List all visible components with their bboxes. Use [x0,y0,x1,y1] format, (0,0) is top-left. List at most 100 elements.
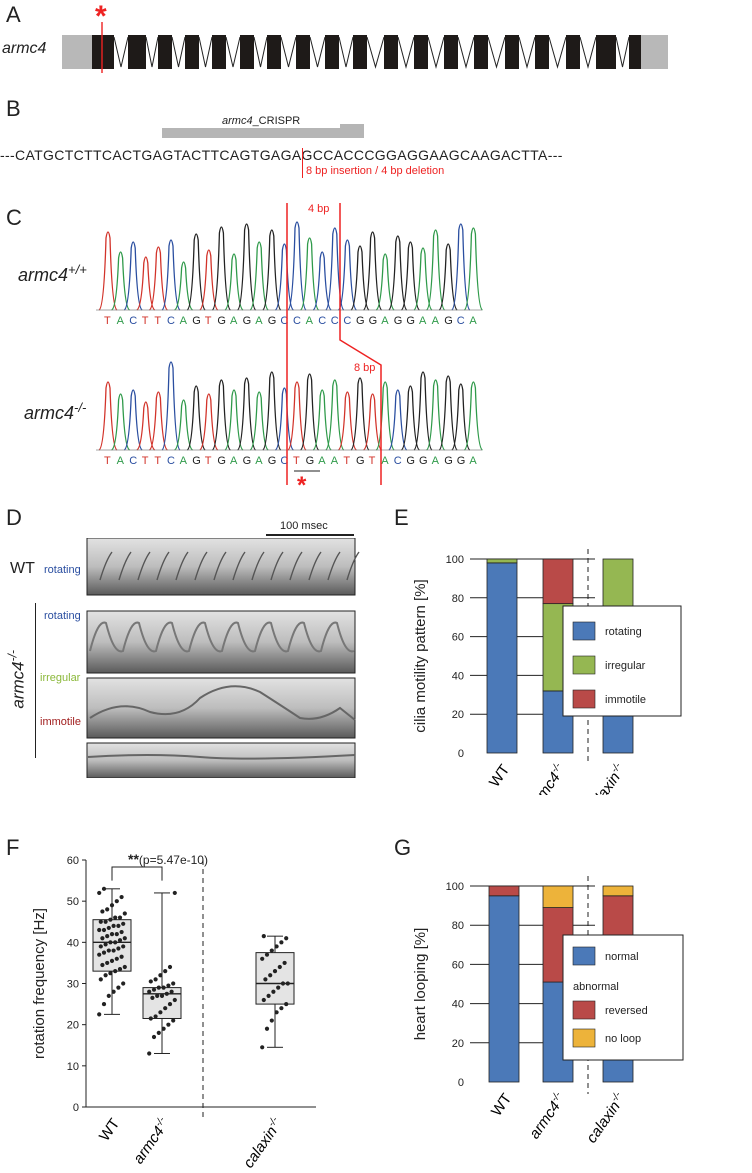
base-call: T [104,315,111,327]
data-point [269,1018,274,1023]
intron-line [615,36,630,68]
data-point [163,1006,168,1011]
chromatogram-peak [312,389,332,451]
kymo-trace [89,685,356,721]
legend-swatch [572,655,596,675]
chromatogram-peak [350,377,370,451]
data-point [155,993,160,998]
base-call: C [331,315,339,327]
stop-asterisk: * [297,472,307,495]
legend-label: reversed [605,1005,648,1017]
base-call: A [469,455,477,467]
legend-label: irregular [605,660,646,672]
chromatogram-peak [325,227,345,311]
bar-segment-no-loop [542,885,574,908]
base-call: T [293,455,300,467]
exon-block [414,35,428,69]
chromatogram-peak [161,239,181,311]
data-point [148,1016,153,1021]
gene-structure-diagram: * [62,0,668,73]
data-point [156,1030,161,1035]
x-tick-label: armc4-/- [525,760,569,795]
intron-line [366,36,385,69]
x-tick-label: armc4-/- [129,1114,173,1167]
base-call: C [318,315,326,327]
intron-line [518,36,536,69]
x-tick-label: WT [96,1116,123,1145]
data-point [106,925,111,931]
data-point [114,932,119,937]
data-point [119,929,124,935]
chromatogram-peak [262,229,282,311]
base-call: C [457,315,465,327]
chromatogram-peak [413,371,433,451]
base-call: G [444,315,453,327]
y-axis-label: rotation frequency [Hz] [31,908,48,1059]
chromatogram-peak [111,393,131,451]
base-call: T [154,455,161,467]
chromatogram-peak [300,237,320,311]
chromatogram-peak [98,381,118,451]
kymo-trace [270,551,284,581]
data-point [108,940,113,945]
data-point [172,890,177,896]
chromatogram-peak [237,377,257,451]
data-point [119,894,124,900]
wt-genotype-label: armc4+/+ [18,262,87,285]
chromatogram-peak [375,381,395,451]
legend-swatch [572,689,596,709]
shift-line [339,203,382,485]
panel-label-e: E [394,505,409,530]
exon-block [325,35,339,69]
chromatogram-peak [199,393,219,451]
chromatogram-peak [186,385,206,451]
data-point [105,960,110,966]
data-point [106,948,111,953]
chromatogram-peak [363,393,383,451]
kymo-trace [175,551,189,581]
y-tick-label: 50 [67,896,79,908]
utr-3-block [641,35,668,69]
base-call: C [280,455,288,467]
data-point [147,989,152,994]
data-point [153,977,158,982]
x-tick-label: calaxin-/- [582,1089,629,1146]
data-point [279,940,284,945]
data-point [122,936,127,941]
data-point [100,909,105,914]
base-call: T [104,455,111,467]
base-call: G [243,315,252,327]
data-point [116,923,121,928]
mutation-note: 8 bp insertion / 4 bp deletion [306,165,445,177]
kymo-row-label-4: immotile [40,716,81,728]
x-tick-label: armc4-/- [525,1089,569,1142]
data-point [266,993,271,998]
data-point [264,952,270,957]
chromatogram-peak [438,375,458,451]
base-call: G [243,455,252,467]
data-point [172,997,177,1003]
data-point [97,952,102,957]
chromatogram-peak [98,231,118,311]
data-point [285,981,290,986]
kymo-trace [308,551,322,581]
chromatogram-peak [211,379,231,451]
kymo-row-label-2: rotating [44,610,81,622]
y-tick-label: 20 [67,1020,79,1032]
y-tick-label: 40 [452,999,464,1011]
exon-block [353,35,367,69]
exon-block [474,35,488,69]
chromatogram-peak [123,389,143,451]
data-point [269,948,274,953]
intron-line [280,36,297,68]
data-point [113,915,118,920]
data-point [171,981,176,986]
data-point [151,1034,157,1040]
chromatogram-peak [136,401,156,451]
panel-label-b: B [6,96,21,121]
exon-block [535,35,549,69]
chromatogram-peak [174,399,194,451]
data-point [122,964,127,970]
